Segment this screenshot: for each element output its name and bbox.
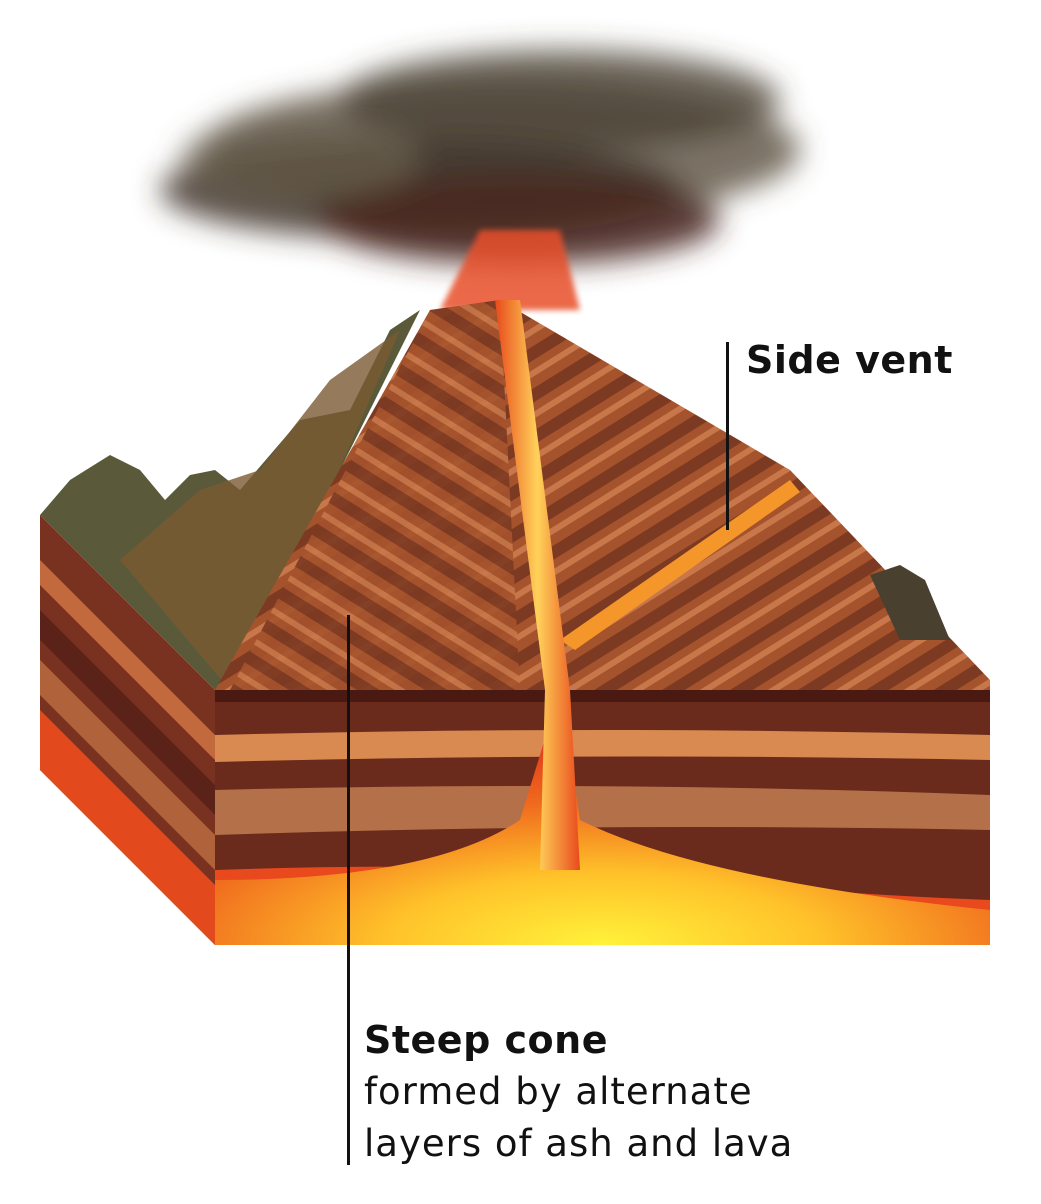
eruption-column: [440, 230, 580, 310]
magma-chamber: [215, 690, 990, 945]
central-vent: [495, 300, 580, 870]
cone-left-face: [230, 300, 520, 690]
right-hill: [870, 565, 950, 640]
steep-cone-label: Steep cone: [364, 1018, 608, 1062]
side-vent-lava: [560, 480, 800, 650]
steep-cone-description-line-2: layers of ash and lava: [364, 1122, 794, 1165]
steep-cone-leader-line: [347, 615, 350, 1165]
side-vent-label: Side vent: [746, 338, 953, 382]
side-vent-leader-line: [726, 342, 729, 530]
steep-cone-description-line-1: formed by alternate: [364, 1070, 753, 1113]
ash-cloud: [160, 50, 800, 265]
left-block-layers: [40, 560, 215, 945]
left-hills: [40, 310, 420, 690]
